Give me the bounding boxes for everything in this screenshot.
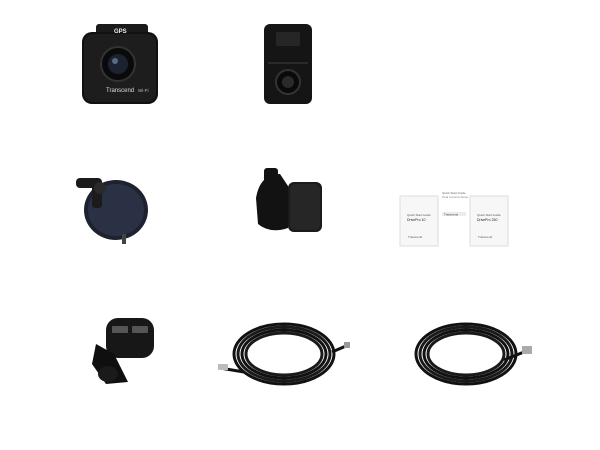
guide-right-model: DrivePro 230 bbox=[477, 218, 497, 222]
guide-floating-subtitle: Dual Camera Setup bbox=[442, 195, 469, 199]
usb-cable-image bbox=[404, 316, 536, 392]
guide-left-brand: Transcend bbox=[408, 235, 422, 239]
dashcam-rear-image bbox=[262, 22, 314, 106]
guide-right-title: Quick Start Guide bbox=[477, 213, 501, 217]
guide-left-title: Quick Start Guide bbox=[407, 213, 431, 217]
power-cable-image bbox=[214, 316, 354, 392]
car-charger-image bbox=[88, 314, 164, 386]
guide-left-model: DrivePro 10 bbox=[407, 218, 426, 222]
magnetic-mount-image bbox=[250, 168, 324, 236]
guide-right-brand: Transcend bbox=[478, 235, 492, 239]
brand-label: Transcend bbox=[106, 88, 134, 94]
svg-text:Transcend: Transcend bbox=[444, 213, 458, 217]
guide-floating-title: Quick Start Guide bbox=[442, 191, 466, 195]
quick-start-guides-image: Quick Start Guide DrivePro 10 Transcend … bbox=[398, 190, 514, 248]
dashcam-front-image: GPS Transcend Wi-Fi bbox=[78, 20, 162, 108]
gps-badge: GPS bbox=[114, 29, 127, 35]
suction-mount-image bbox=[70, 170, 152, 248]
wifi-label: Wi-Fi bbox=[138, 88, 149, 93]
